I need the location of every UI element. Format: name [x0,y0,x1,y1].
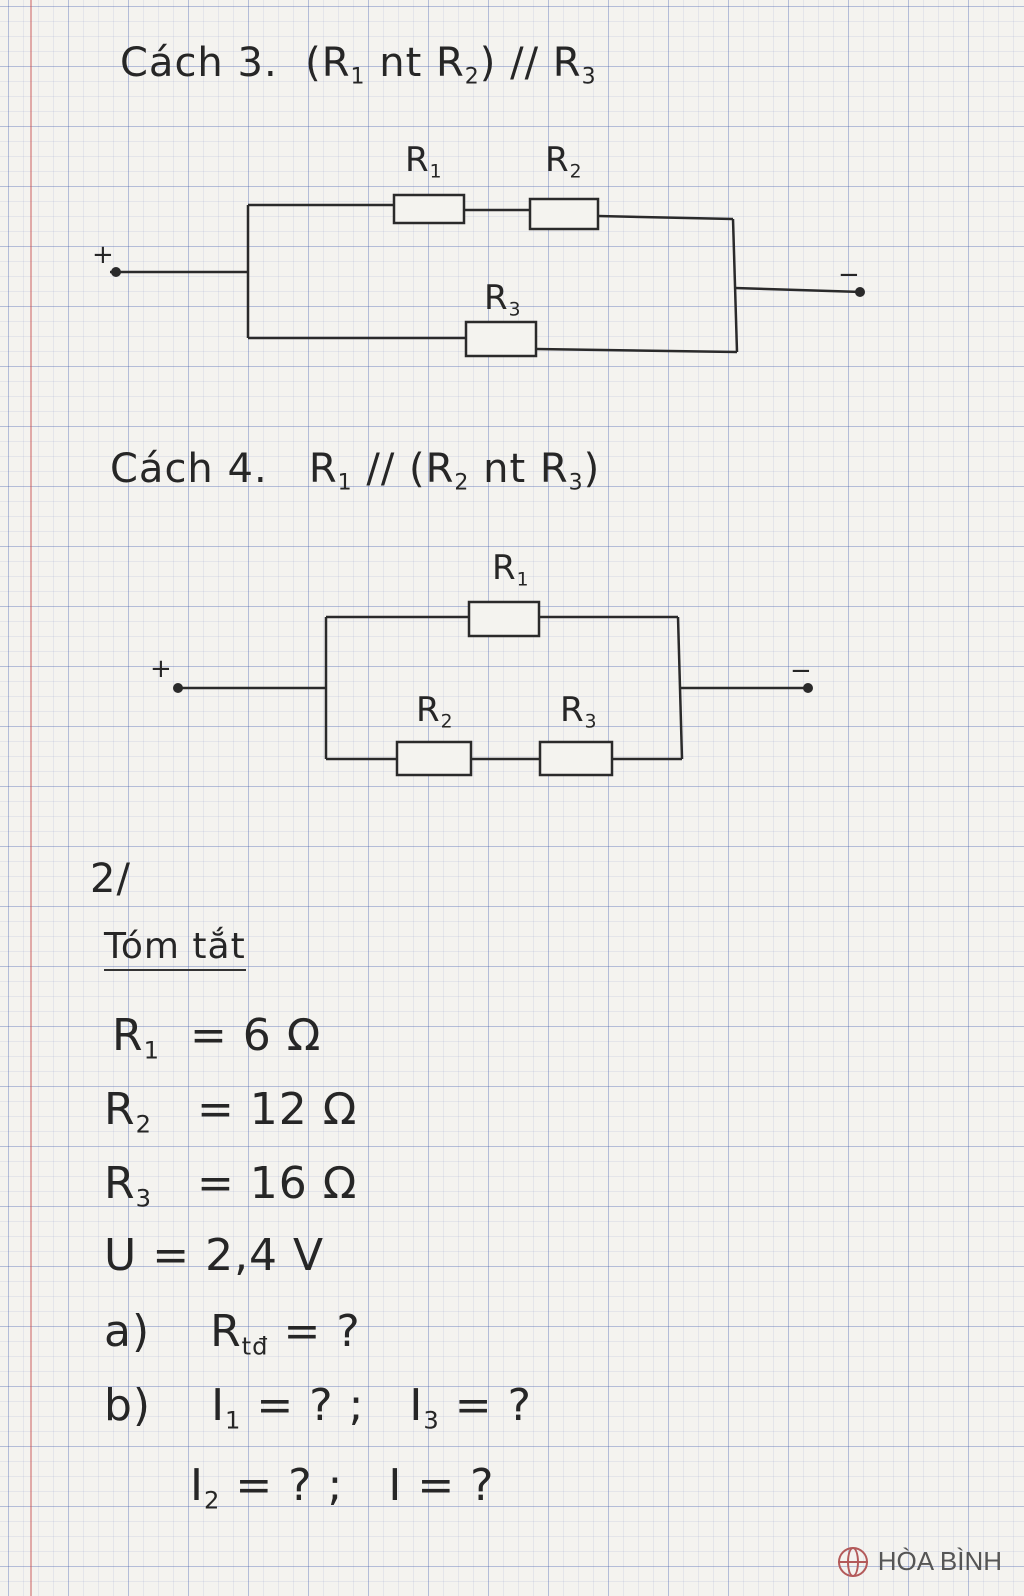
plus-sign: + [150,654,173,684]
question-b-row1: b) I1 = ? ; I3 = ? [104,1380,532,1435]
plus-sign: + [92,240,115,270]
margin-line [30,0,32,1596]
formula: R1 // (R2 nt R3) [308,446,601,496]
label-r1: R1 [405,140,443,183]
heading-cach4: Cách 4. R1 // (R2 nt R3) [110,446,600,496]
summary-title: Tóm tắt [104,926,246,971]
brand-name: HÒA BÌNH [877,1546,1002,1576]
resistor-r1 [467,600,541,638]
formula: (R1 nt R2) // R3 [305,40,597,90]
wire-top-c [597,214,734,221]
resistor-r3 [464,320,538,358]
heading-cach3: Cách 3. (R1 nt R2) // R3 [120,40,597,90]
question-a: a) Rtđ = ? [104,1306,361,1361]
wire-right-bus [731,218,739,353]
terminal-minus [803,683,813,693]
label-r1: R1 [492,548,530,591]
circuit-cach3 [110,193,865,358]
resistor-r3 [538,740,614,777]
heading-label: Cách 4. [110,446,268,492]
minus-sign: − [790,656,813,686]
question-b-row2: I2 = ? ; I = ? [190,1460,495,1515]
minus-sign: − [838,260,861,290]
wire-out [734,286,863,294]
resistor-r1 [392,193,466,225]
globe-icon [837,1546,868,1577]
label-r2: R2 [416,690,454,733]
terminal-plus [173,683,183,693]
wire-bottom-b [535,347,738,354]
terminal-plus [111,267,121,277]
resistor-r2 [395,740,473,777]
given-r3: R3 = 16 Ω [104,1158,358,1213]
given-r1: R1 = 6 Ω [112,1010,322,1065]
heading-label: Cách 3. [120,40,278,86]
part2-label: 2/ [90,856,131,902]
circuit-cach4 [173,600,813,777]
terminal-minus [855,287,865,297]
resistor-r2 [528,197,600,231]
given-u: U = 2,4 V [104,1230,325,1281]
label-r2: R2 [545,140,583,183]
label-r3: R3 [484,278,522,321]
given-r2: R2 = 12 Ω [104,1084,358,1139]
label-r3: R3 [560,690,598,733]
brand-footer: HÒA BÌNH [837,1546,1002,1577]
